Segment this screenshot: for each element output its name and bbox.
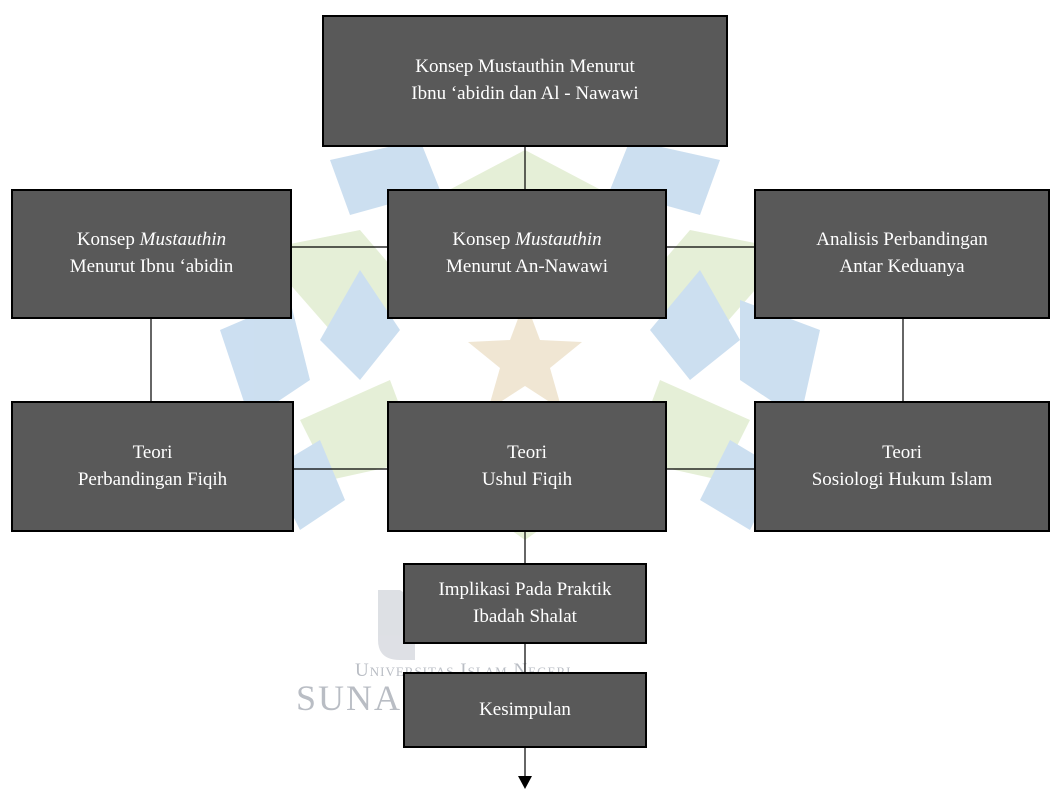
node-ibnu-line1: Konsep Mustauthin [76,229,227,251]
logo-petal-blue [320,270,400,380]
node-nawawi-line1: Konsep Mustauthin [452,229,602,251]
node-teori-sosiologi-hukum-islam: Teori Sosiologi Hukum Islam [754,401,1050,532]
node-top-concept: Konsep Mustauthin Menurut Ibnu ‘abidin d… [322,15,728,147]
node-ushul-line1: Teori [507,441,547,463]
node-an-nawawi: Konsep Mustauthin Menurut An-Nawawi [387,189,667,319]
logo-petal-blue [740,300,820,420]
node-kesimpulan: Kesimpulan [403,672,647,748]
logo-petal-green [630,230,790,330]
node-implikasi: Implikasi Pada Praktik Ibadah Shalat [403,563,647,644]
logo-petal-blue [650,270,740,380]
node-kesimpulan-line1: Kesimpulan [479,698,571,720]
node-nawawi-line2: Menurut An-Nawawi [446,256,608,277]
node-teori-perbandingan-fiqih: Teori Perbandingan Fiqih [11,401,294,532]
node-ushul-line2: Ushul Fiqih [481,468,573,490]
node-sosiologi-line2: Sosiologi Hukum Islam [811,468,993,490]
node-implikasi-line2: Ibadah Shalat [473,605,577,627]
arrow-head-icon [518,776,532,789]
node-top-line1: Konsep Mustauthin Menurut [415,56,635,78]
node-ibnu-line2: Menurut Ibnu ‘abidin [69,256,234,277]
node-implikasi-line1: Implikasi Pada Praktik [438,578,612,600]
logo-star [468,300,582,410]
node-perbandingan-line2: Perbandingan Fiqih [77,468,228,490]
node-ibnu-abidin: Konsep Mustauthin Menurut Ibnu ‘abidin [11,189,292,319]
node-analisis-perbandingan: Analisis Perbandingan Antar Keduanya [754,189,1050,319]
node-perbandingan-line1: Teori [132,441,173,463]
node-teori-ushul-fiqih: Teori Ushul Fiqih [387,401,667,532]
node-analisis-line1: Analisis Perbandingan [816,229,988,251]
logo-petal-blue [220,300,310,420]
node-top-line2: Ibnu ‘abidin dan Al - Nawawi [411,83,639,104]
node-sosiologi-line1: Teori [882,441,922,463]
node-analisis-line2: Antar Keduanya [839,256,965,277]
